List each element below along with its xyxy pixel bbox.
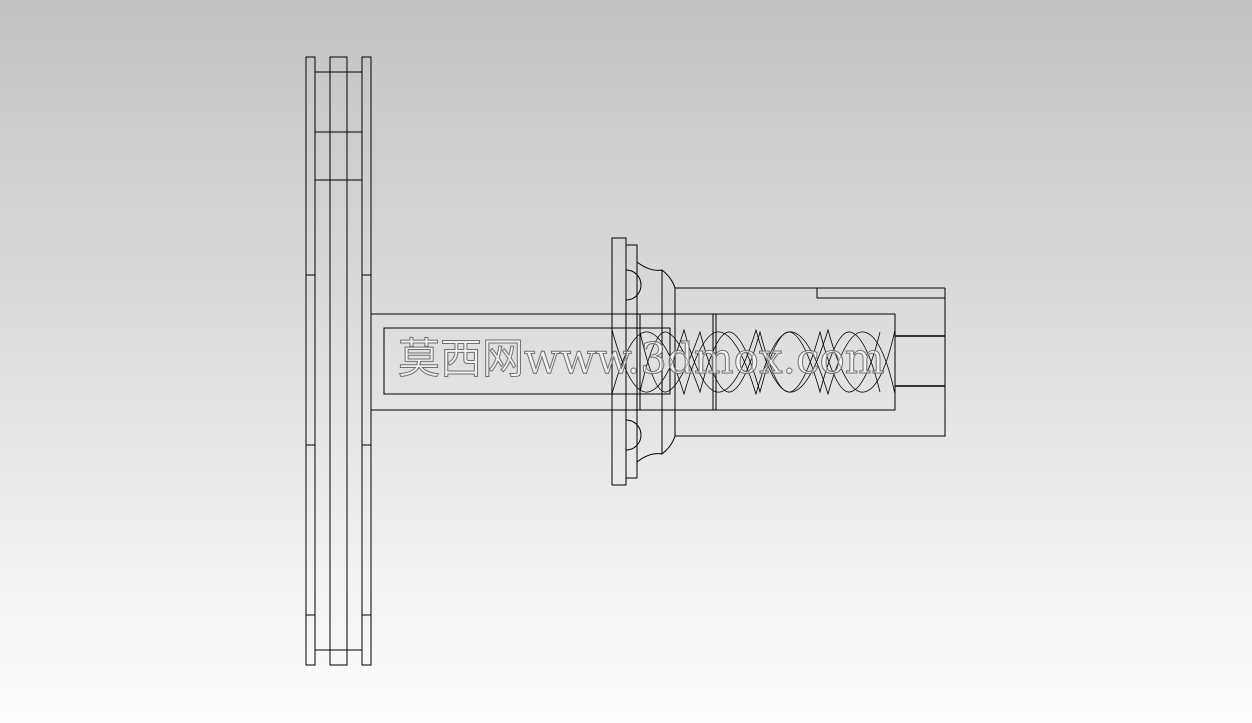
thread-helix [611,328,896,396]
helix-curve [639,330,881,393]
helix-curve [611,328,896,393]
shaft-inner [383,327,671,395]
shaft-assembly [370,237,946,486]
helix-curve [611,331,896,396]
pulley-flange-middle [329,56,348,666]
pulley-hub-body [314,71,363,651]
shaft-outer [370,313,714,411]
helix-curve [639,331,881,394]
collar-bulge-bottom [625,419,642,451]
housing-outline [675,287,946,437]
collar-bulge-top [625,269,642,301]
